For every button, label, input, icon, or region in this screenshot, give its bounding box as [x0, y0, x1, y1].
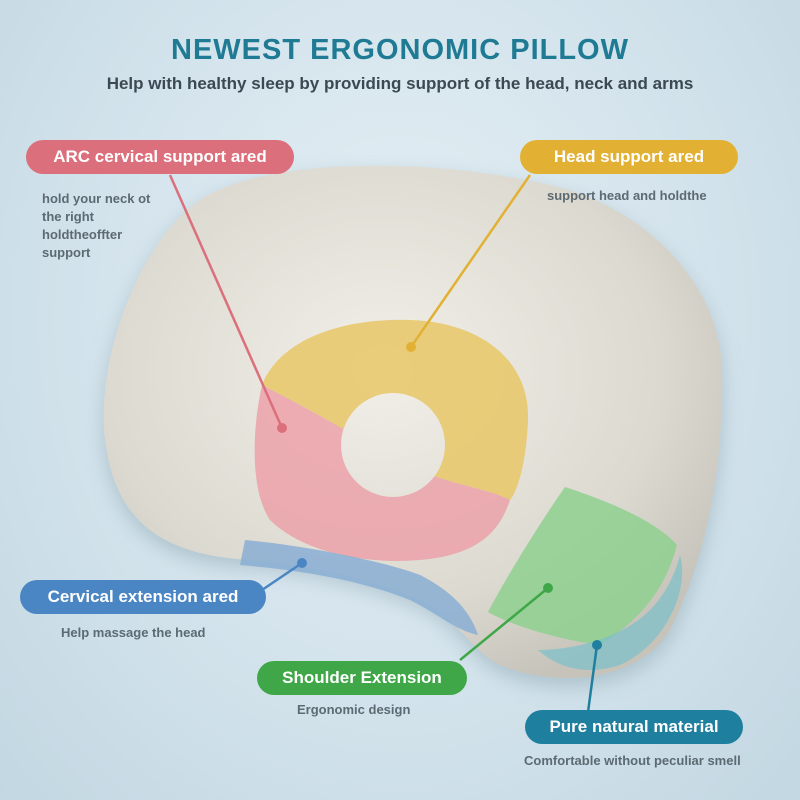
arc-desc-line: holdtheoffter — [42, 227, 123, 242]
arc-cervical-desc: hold your neck ot the right holdtheoffte… — [42, 190, 192, 262]
pure-material-desc: Comfortable without peculiar smell — [524, 753, 741, 768]
head-support-desc: support head and holdthe — [547, 188, 707, 203]
material-marker-dot — [592, 640, 602, 650]
cervical-marker-dot — [297, 558, 307, 568]
arc-cervical-zone — [254, 385, 510, 561]
shoulder-extension-zone — [488, 487, 677, 645]
cervical-extension-label: Cervical extension ared — [20, 580, 266, 614]
head-support-zone — [262, 319, 529, 500]
arc-desc-line: hold your neck ot — [42, 191, 151, 206]
material-leader-line — [586, 644, 599, 713]
page-subtitle: Help with healthy sleep by providing sup… — [106, 74, 694, 93]
page-title: NEWEST ERGONOMIC PILLOW — [171, 34, 629, 66]
arc-marker-dot — [277, 423, 287, 433]
pure-material-label: Pure natural material — [525, 710, 743, 744]
shoulder-leader-line — [459, 587, 549, 661]
head-marker-dot — [406, 342, 416, 352]
material-edge-zone — [538, 555, 683, 670]
shoulder-marker-dot — [543, 583, 553, 593]
shoulder-extension-label: Shoulder Extension — [257, 661, 467, 695]
cervical-leader-line — [261, 561, 303, 592]
head-leader-line — [409, 174, 532, 348]
shoulder-extension-desc: Ergonomic design — [297, 702, 411, 717]
arc-leader-line — [168, 174, 284, 429]
arc-desc-line: the right — [42, 209, 94, 224]
head-support-label: Head support ared — [520, 140, 738, 174]
arc-desc-line: support — [42, 245, 91, 260]
cervical-extension-desc: Help massage the head — [61, 625, 206, 640]
arc-cervical-label: ARC cervical support ared — [26, 140, 294, 174]
